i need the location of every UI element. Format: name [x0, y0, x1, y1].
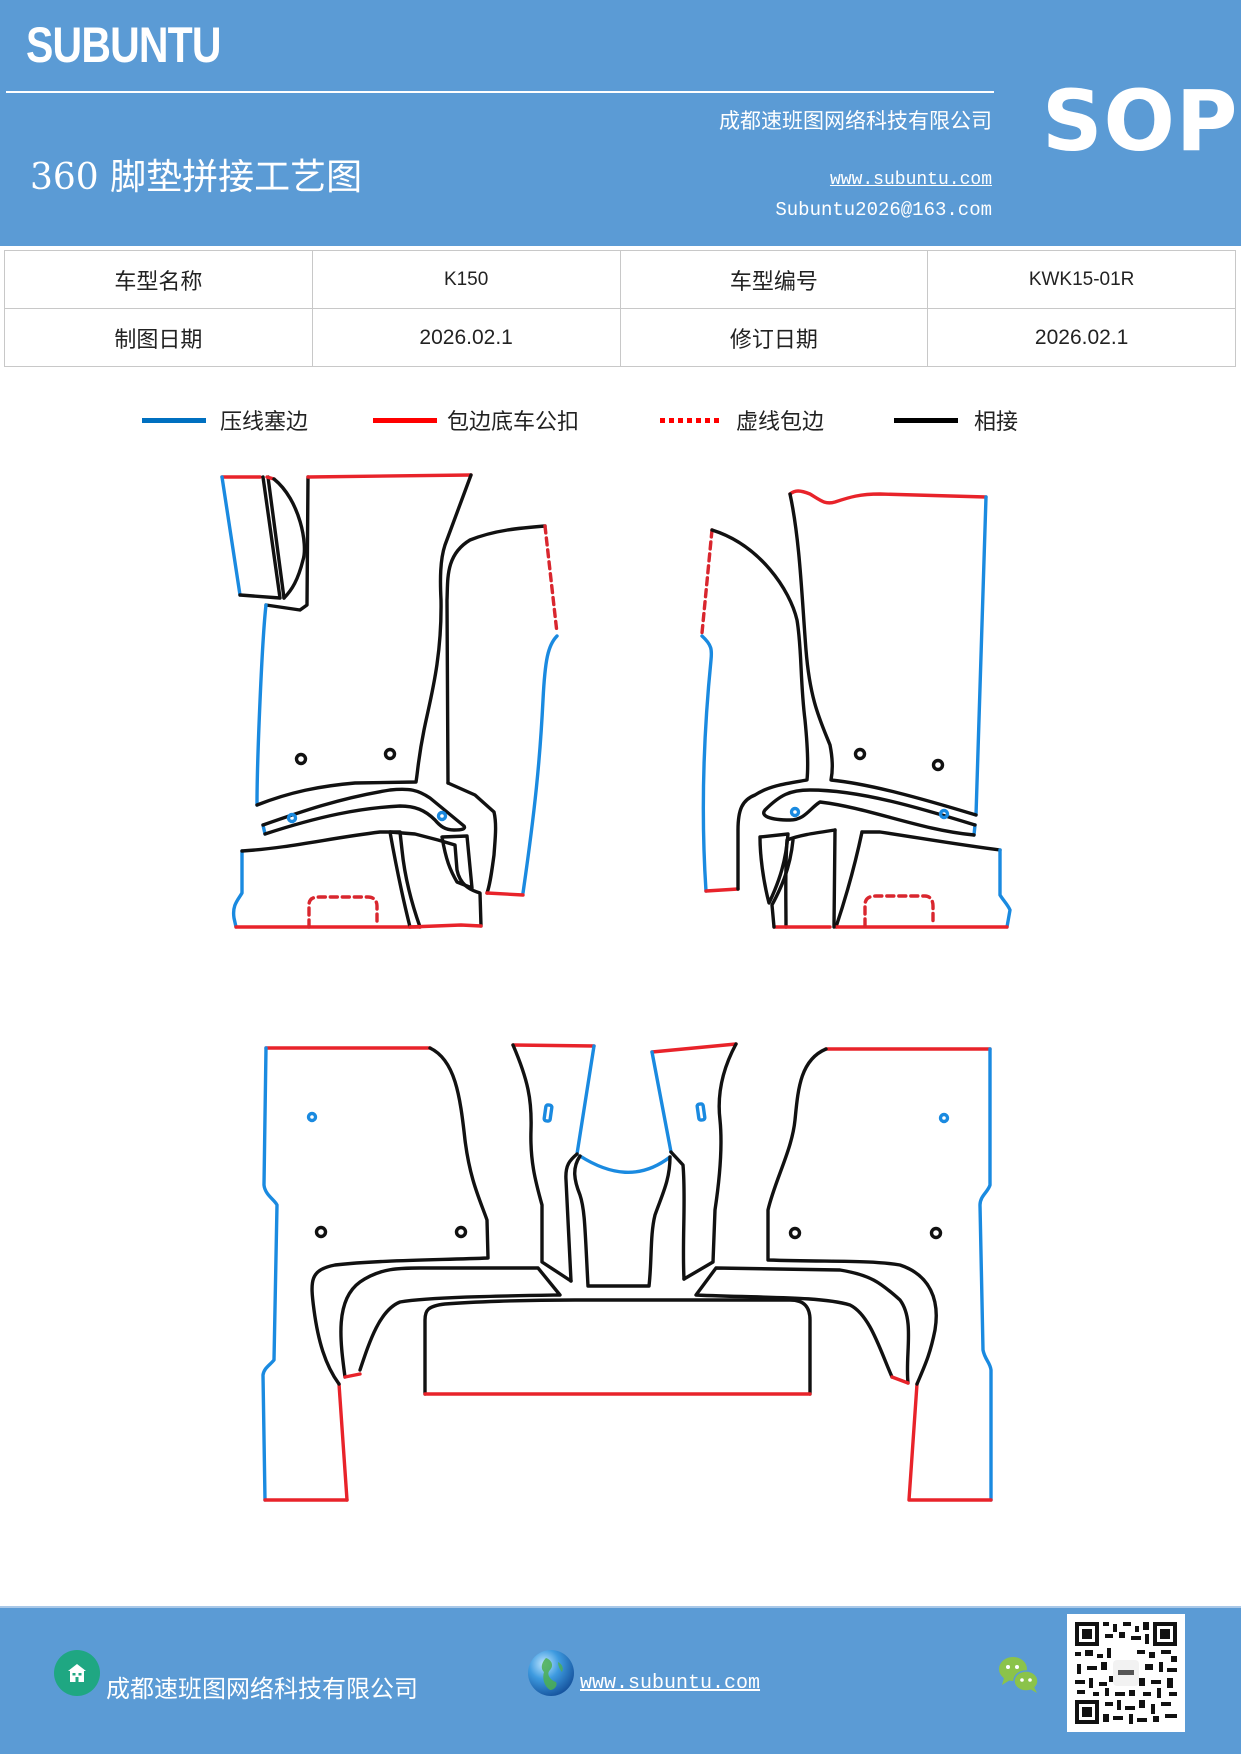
website-link[interactable]: www.subuntu.com	[829, 170, 992, 190]
rear-center-tunnel-pieces	[511, 1042, 738, 1288]
brand-logo: SUBUNTU	[26, 17, 222, 73]
model-code-label: 车型编号	[619, 250, 929, 309]
table-row: 车型名称 K150 车型编号 KWK15-01R	[4, 250, 1236, 309]
footer-website-link[interactable]: www.subuntu.com	[580, 1672, 761, 1695]
footer-divider	[0, 1606, 1241, 1608]
legend-label: 包边底车公扣	[447, 410, 580, 435]
header-banner: SUBUNTU 360 脚垫拼接工艺图 成都速班图网络科技有限公司 www.su…	[0, 0, 1241, 246]
red-line-swatch	[373, 417, 437, 423]
black-line-swatch	[894, 417, 958, 423]
footer-banner: 成都速班图网络科技有限公司 www.subuntu.com	[0, 1606, 1241, 1754]
legend-item-dashed-edge: 虚线包边	[660, 400, 824, 440]
legend-item-press-line: 压线塞边	[142, 400, 308, 440]
header-divider	[6, 91, 994, 93]
drawing-date-value: 2026.02.1	[311, 308, 621, 367]
email-address: Subuntu2026@163.com	[775, 199, 992, 221]
building-icon	[54, 1650, 100, 1696]
sop-badge: SOP	[1042, 72, 1239, 170]
legend-label: 虚线包边	[736, 410, 825, 435]
revision-date-label: 修订日期	[619, 308, 929, 367]
table-row: 制图日期 2026.02.1 修订日期 2026.02.1	[4, 308, 1236, 367]
legend-label: 压线塞边	[220, 410, 309, 435]
company-name: 成都速班图网络科技有限公司	[719, 109, 992, 133]
blue-line-swatch	[142, 417, 206, 423]
legend-label: 相接	[974, 410, 1019, 435]
legend-item-joined: 相接	[894, 400, 1018, 440]
red-dashed-swatch	[660, 417, 720, 423]
vehicle-info-table: 车型名称 K150 车型编号 KWK15-01R 制图日期 2026.02.1 …	[4, 250, 1236, 367]
qr-code[interactable]	[1067, 1614, 1185, 1732]
front-left-floor-mat	[220, 473, 559, 929]
model-code-value: KWK15-01R	[927, 250, 1236, 309]
model-name-label: 车型名称	[4, 250, 313, 309]
front-right-floor-mat	[700, 489, 1012, 929]
model-name-value: K150	[311, 250, 621, 309]
wechat-icon[interactable]	[996, 1652, 1042, 1698]
drawing-date-label: 制图日期	[4, 308, 313, 367]
footer-company-name: 成都速班图网络科技有限公司	[106, 1675, 418, 1703]
line-legend: 压线塞边 包边底车公扣 虚线包边 相接	[0, 400, 1241, 440]
rear-right-floor-mat	[694, 1047, 993, 1502]
page-title: 360 脚垫拼接工艺图	[30, 157, 363, 198]
globe-icon	[528, 1650, 574, 1696]
legend-item-edge-buckle: 包边底车公扣	[373, 400, 579, 440]
rear-center-panel	[423, 1298, 812, 1396]
revision-date-value: 2026.02.1	[927, 308, 1236, 367]
rear-left-floor-mat	[261, 1046, 562, 1502]
